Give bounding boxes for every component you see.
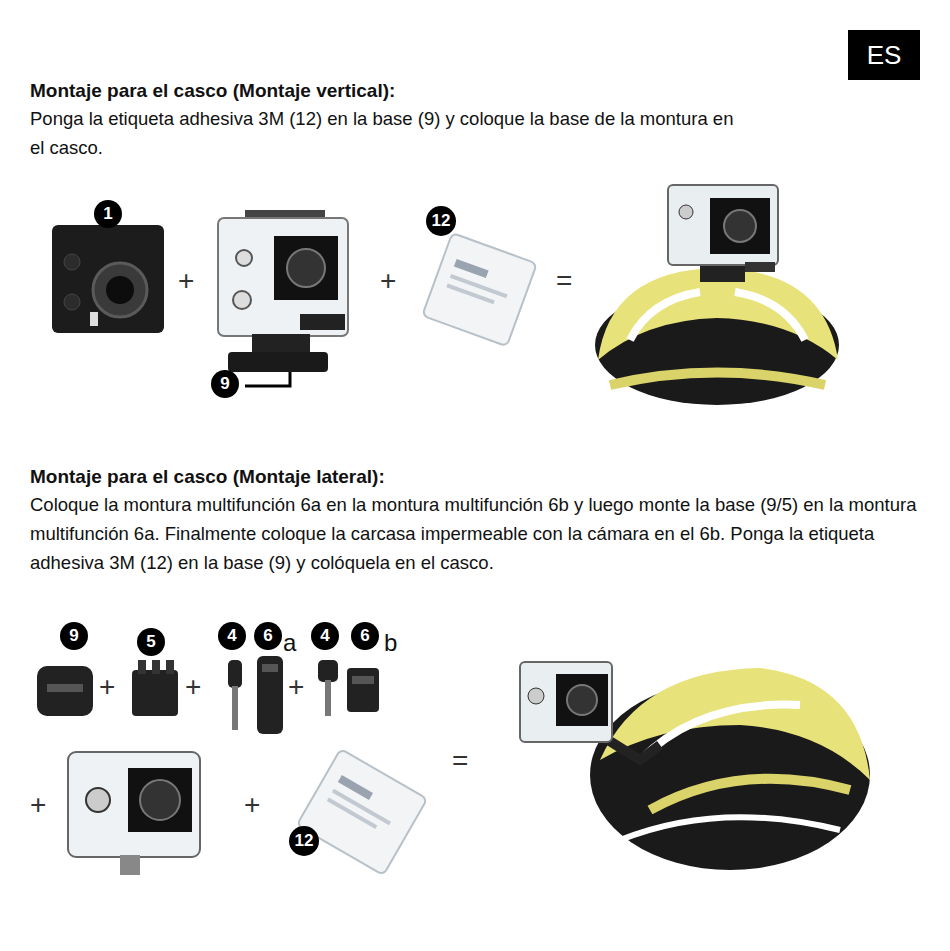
language-code: ES [867, 40, 902, 71]
callout-number: 4 [227, 626, 236, 646]
part-suffix: b [384, 630, 397, 656]
operator-sign: + [244, 790, 260, 820]
callout-number: 5 [137, 628, 165, 656]
callout-number: 1 [103, 204, 112, 224]
callout-number: 4 [311, 622, 339, 650]
callout-number: 6 [360, 626, 369, 646]
callout-number: 6 [351, 622, 379, 650]
mount-parts [37, 656, 379, 734]
callout-number: 5 [146, 632, 155, 652]
callout-number: 1 [94, 200, 122, 228]
waterproof-housing [68, 752, 200, 875]
callout-number: 12 [295, 831, 314, 851]
operator-sign: + [185, 672, 201, 702]
operator-sign: + [288, 672, 304, 702]
instruction-text: Coloque la montura multifunción 6a en la… [30, 490, 945, 577]
callout-number: 12 [289, 826, 319, 856]
operator-sign: = [556, 266, 572, 296]
operator-sign: + [178, 266, 194, 296]
operator-sign: + [30, 790, 46, 820]
callout-number: 12 [426, 206, 456, 236]
adhesive-pad [422, 233, 537, 346]
instruction-text: Ponga la etiqueta adhesiva 3M (12) en la… [30, 104, 752, 162]
helmet-top-mount [595, 185, 839, 405]
language-tab: ES [848, 30, 920, 80]
waterproof-housing [218, 210, 348, 372]
callout-number: 4 [320, 626, 329, 646]
helmet-side-mount [520, 662, 870, 870]
section-heading: Montaje para el casco (Montaje lateral): [30, 464, 910, 490]
callout-number: 4 [218, 622, 246, 650]
callout-number: 9 [211, 370, 239, 398]
callout-number: 9 [60, 622, 88, 650]
operator-sign: + [99, 672, 115, 702]
callout-number: 9 [220, 374, 229, 394]
part-suffix: a [283, 630, 296, 656]
operator-sign: = [452, 746, 468, 776]
callout-number: 6 [254, 622, 282, 650]
callout-number: 9 [69, 626, 78, 646]
adhesive-pad [297, 749, 428, 875]
bracket [245, 372, 290, 386]
operator-sign: + [380, 266, 396, 296]
callout-number: 6 [263, 626, 272, 646]
action-camera [52, 225, 164, 333]
section-heading: Montaje para el casco (Montaje vertical)… [30, 78, 910, 104]
callout-number: 12 [432, 211, 451, 231]
